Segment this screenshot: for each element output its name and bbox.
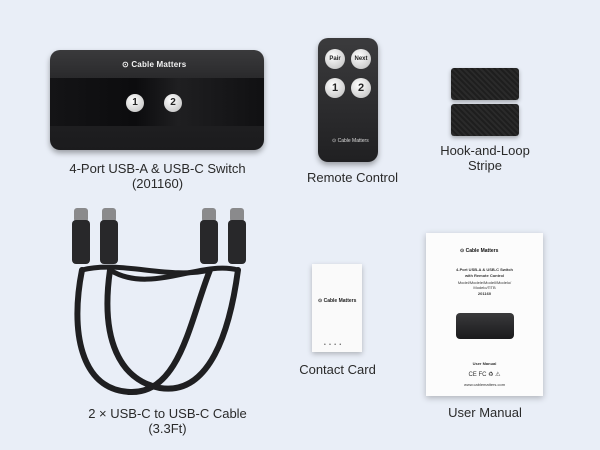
manual-switch-picture: [456, 313, 514, 339]
contact-card: ⊙ Cable Matters • • • •: [312, 264, 362, 352]
switch-brand-logo: ⊙ Cable Matters: [122, 60, 187, 69]
switch-caption-line2: (201160): [131, 176, 184, 191]
remote-caption: Remote Control: [306, 170, 399, 185]
manual-title-line2: with Remote Control: [464, 273, 505, 278]
cable-loops: [74, 264, 241, 396]
cable-caption-line2: (3.3Ft): [148, 421, 187, 436]
manual-title-line1: 4-Port USB-A & USB-C Switch: [456, 267, 513, 272]
hookloop-caption-line2: Stripe: [468, 158, 502, 173]
manual-model-number: 201160: [477, 291, 492, 296]
manual-website: www.cablematters.com: [463, 382, 506, 387]
cable-connectors: [72, 208, 246, 264]
remote-brand-logo: ⊙ Cable Matters: [332, 138, 369, 144]
card-brand-text: Cable Matters: [323, 298, 357, 304]
manual-label: User Manual: [472, 361, 497, 366]
hook-loop-strip-2: [451, 104, 519, 136]
usb-c-cables-image: [72, 208, 246, 396]
switch-button-2: 2: [164, 94, 182, 112]
remote-button-2: 2: [351, 78, 371, 98]
hookloop-caption-line1: Hook-and-Loop: [440, 143, 530, 158]
remote-button-1: 1: [325, 78, 345, 98]
manual-model-line1: Model/Modele/Modell/Modelo/: [457, 280, 512, 285]
manual-caption: User Manual: [448, 405, 522, 420]
usb-switch-device: ⊙ Cable Matters 1 2: [50, 50, 264, 150]
switch-caption-line1: 4-Port USB-A & USB-C Switch: [69, 161, 246, 176]
card-brand-logo: ⊙ Cable Matters: [318, 298, 357, 304]
remote-pair-button: Pair: [325, 49, 345, 69]
cable-caption-line1: 2 × USB-C to USB-C Cable: [88, 406, 247, 421]
hookloop-caption: Hook-and-Loop Stripe: [425, 143, 545, 173]
manual-brand-text: Cable Matters: [465, 248, 499, 254]
switch-button-1: 1: [126, 94, 144, 112]
switch-front-panel: [50, 78, 264, 126]
card-caption: Contact Card: [299, 362, 376, 377]
remote-next-button: Next: [351, 49, 371, 69]
manual-cert-marks: CE FC ♻ ⚠: [468, 372, 501, 378]
switch-brand-text: Cable Matters: [131, 60, 187, 69]
remote-control-device: Pair Next 1 2 ⊙ Cable Matters: [318, 38, 378, 162]
card-social-icons: • • • •: [324, 342, 343, 348]
user-manual: ⊙ Cable Matters 4-Port USB-A & USB-C Swi…: [426, 233, 543, 396]
cable-caption: 2 × USB-C to USB-C Cable (3.3Ft): [60, 406, 275, 436]
remote-brand-text: Cable Matters: [337, 138, 369, 144]
hook-loop-strip-1: [451, 68, 519, 100]
manual-brand-logo: ⊙ Cable Matters: [460, 248, 499, 254]
manual-model-line2: Modelo/ΠΤΒ: [473, 285, 496, 290]
switch-caption: 4-Port USB-A & USB-C Switch (201160): [40, 161, 275, 191]
